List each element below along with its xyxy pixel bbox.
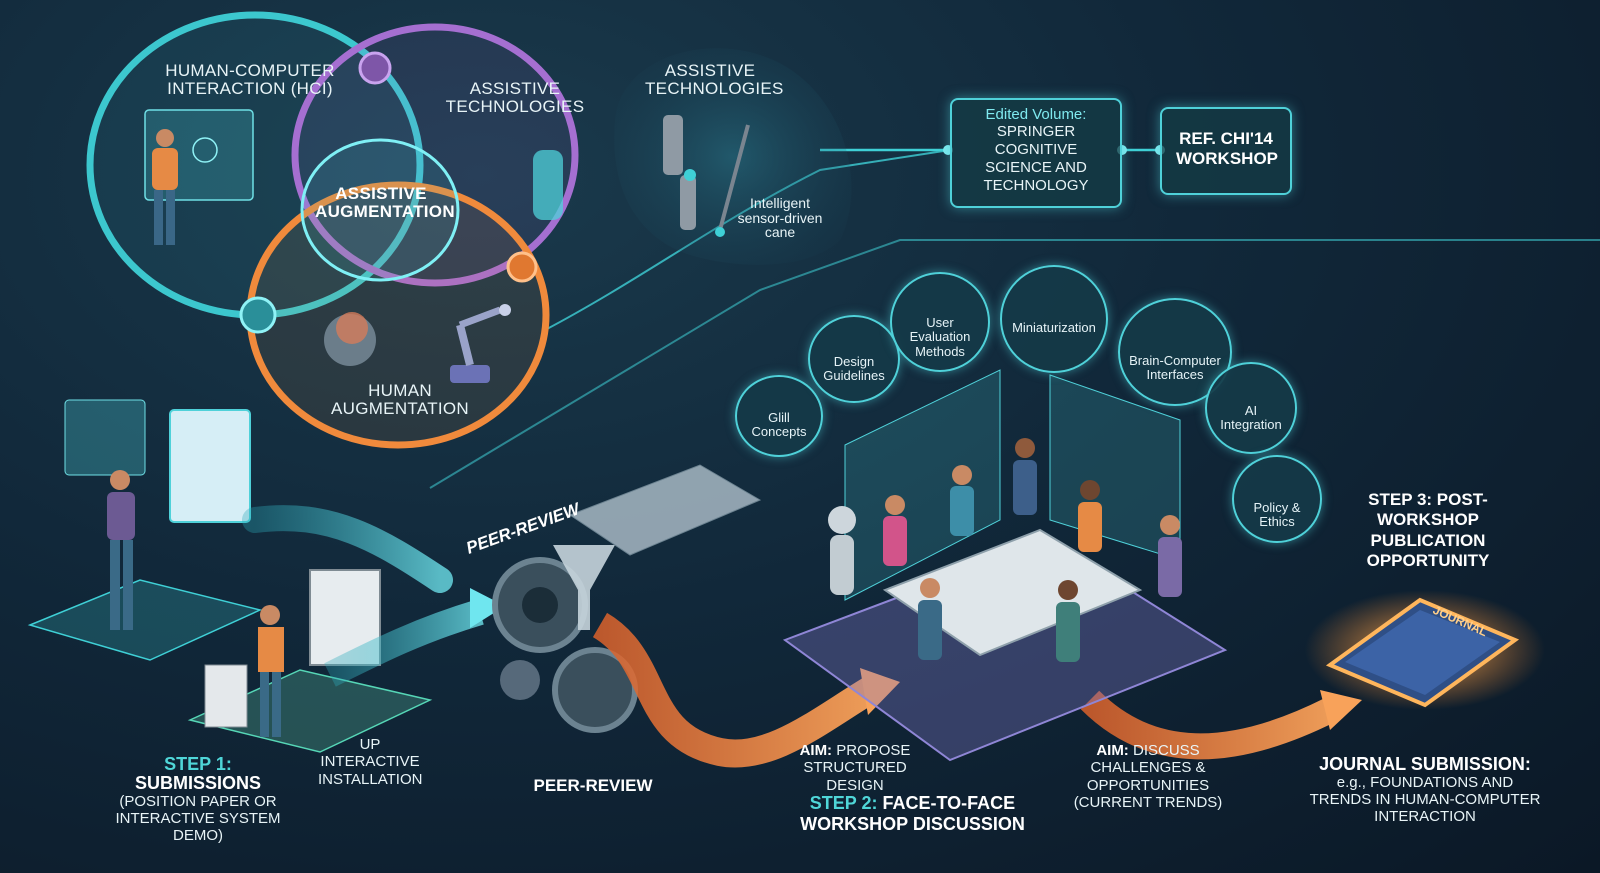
flow-arrow-orange [592,612,878,768]
demo-presenter-figure [258,605,284,737]
bubble-miniaturization: Miniaturization [1000,265,1108,373]
flow-arrow-orange [1080,690,1336,760]
step3-title: STEP 3: POST-WORKSHOP PUBLICATION OPPORT… [1366,490,1490,571]
monitor-icon [169,409,251,523]
peer-review-label: PEER-REVIEW [533,776,653,795]
installation-label: UP INTERACTIVE INSTALLATION [318,736,423,788]
gear-icon [500,660,540,700]
bubble-policy-ethics: Policy & Ethics [1232,455,1322,543]
step2-block: STEP 2: FACE-TO-FACE WORKSHOP DISCUSSION [795,793,1030,834]
assistive-tech-label: ASSISTIVE TECHNOLOGIES [445,79,585,116]
flow-arrow-teal [242,505,453,593]
step2-title: FACE-TO-FACE WORKSHOP DISCUSSION [800,793,1025,834]
workshop-table [882,528,1143,657]
step1-block: STEP 1: SUBMISSIONS (POSITION PAPER OR I… [88,755,308,845]
connector-line [429,239,1600,489]
step1-label: STEP 1: [164,754,232,774]
bubble-label: Glill Concepts [751,410,807,440]
aim1-block: AIM: PROPOSE STRUCTURED DESIGN [775,742,935,794]
bubble-label: Brain-Computer Interfaces [1129,353,1221,383]
bubble-label: AI Integration [1220,403,1282,433]
bubble-ai-integration: AI Integration [1205,362,1297,454]
cane-label: Intelligent sensor-driven cane [737,195,823,241]
bubble-user-evaluation: User Evaluation Methods [890,272,990,372]
workshop-participants [828,438,1182,662]
review-panel-table [568,464,762,556]
aim2-text: DISCUSS CHALLENGES & OPPORTUNITIES (CURR… [1073,742,1223,811]
assistive-augmentation-label: ASSISTIVE AUGMENTATION [315,184,455,221]
bubble-label: User Evaluation Methods [909,315,971,359]
journal-submission-head: JOURNAL SUBMISSION: [1319,754,1531,774]
hci-label: HUMAN-COMPUTER INTERACTION (HCI) [165,61,335,98]
edited-volume-body: SPRINGER COGNITIVE SCIENCE AND TECHNOLOG… [983,123,1089,194]
prosthetic-leg-icon [533,150,563,220]
aim1-text: PROPOSE STRUCTURED DESIGN [803,742,911,794]
funnel-icon [553,545,615,630]
edited-volume-heading: Edited Volume: [985,106,1087,123]
flow-arrow-teal [324,599,484,687]
bubble-label: Design Guidelines [823,354,885,384]
step1-title: SUBMISSIONS [134,772,262,793]
journal-submission-block: JOURNAL SUBMISSION: e.g., FOUNDATIONS AN… [1305,755,1545,826]
ref-chi-label: REF. CHI'14 WORKSHOP [1176,129,1278,169]
aim1-prefix: AIM: [799,742,833,759]
step1-detail: (POSITION PAPER OR INTERACTIVE SYSTEM DE… [115,792,281,845]
submitter-figure [107,470,135,630]
bubble-label: Miniaturization [1012,320,1096,335]
center-circle [300,138,460,282]
assistive-panel-shape [614,48,852,265]
assistive-panel-title: ASSISTIVE TECHNOLOGIES [645,61,784,98]
journal-submission-body: e.g., FOUNDATIONS AND TRENDS IN HUMAN-CO… [1309,773,1541,826]
bubble-design-guidelines: Design Guidelines [808,315,900,403]
human-augmentation-label: HUMAN AUGMENTATION [330,381,470,418]
aim2-prefix: AIM: [1096,742,1129,759]
edited-volume-box: Edited Volume: SPRINGER COGNITIVE SCIENC… [950,98,1122,208]
exoskeleton-icon [663,115,696,230]
step2-label: STEP 2: [809,793,878,813]
bubble-glill-concepts: Glill Concepts [735,375,823,457]
cane-icon [715,124,750,237]
bubble-label: Policy & Ethics [1253,500,1301,530]
hci-user-figure [152,129,178,245]
ref-chi-box: REF. CHI'14 WORKSHOP [1160,107,1292,195]
submission-platform-1 [27,579,263,661]
assistive-circle [291,23,579,287]
robot-arm-icon [450,304,511,383]
aim2-block: AIM: DISCUSS CHALLENGES & OPPORTUNITIES … [1073,742,1223,811]
